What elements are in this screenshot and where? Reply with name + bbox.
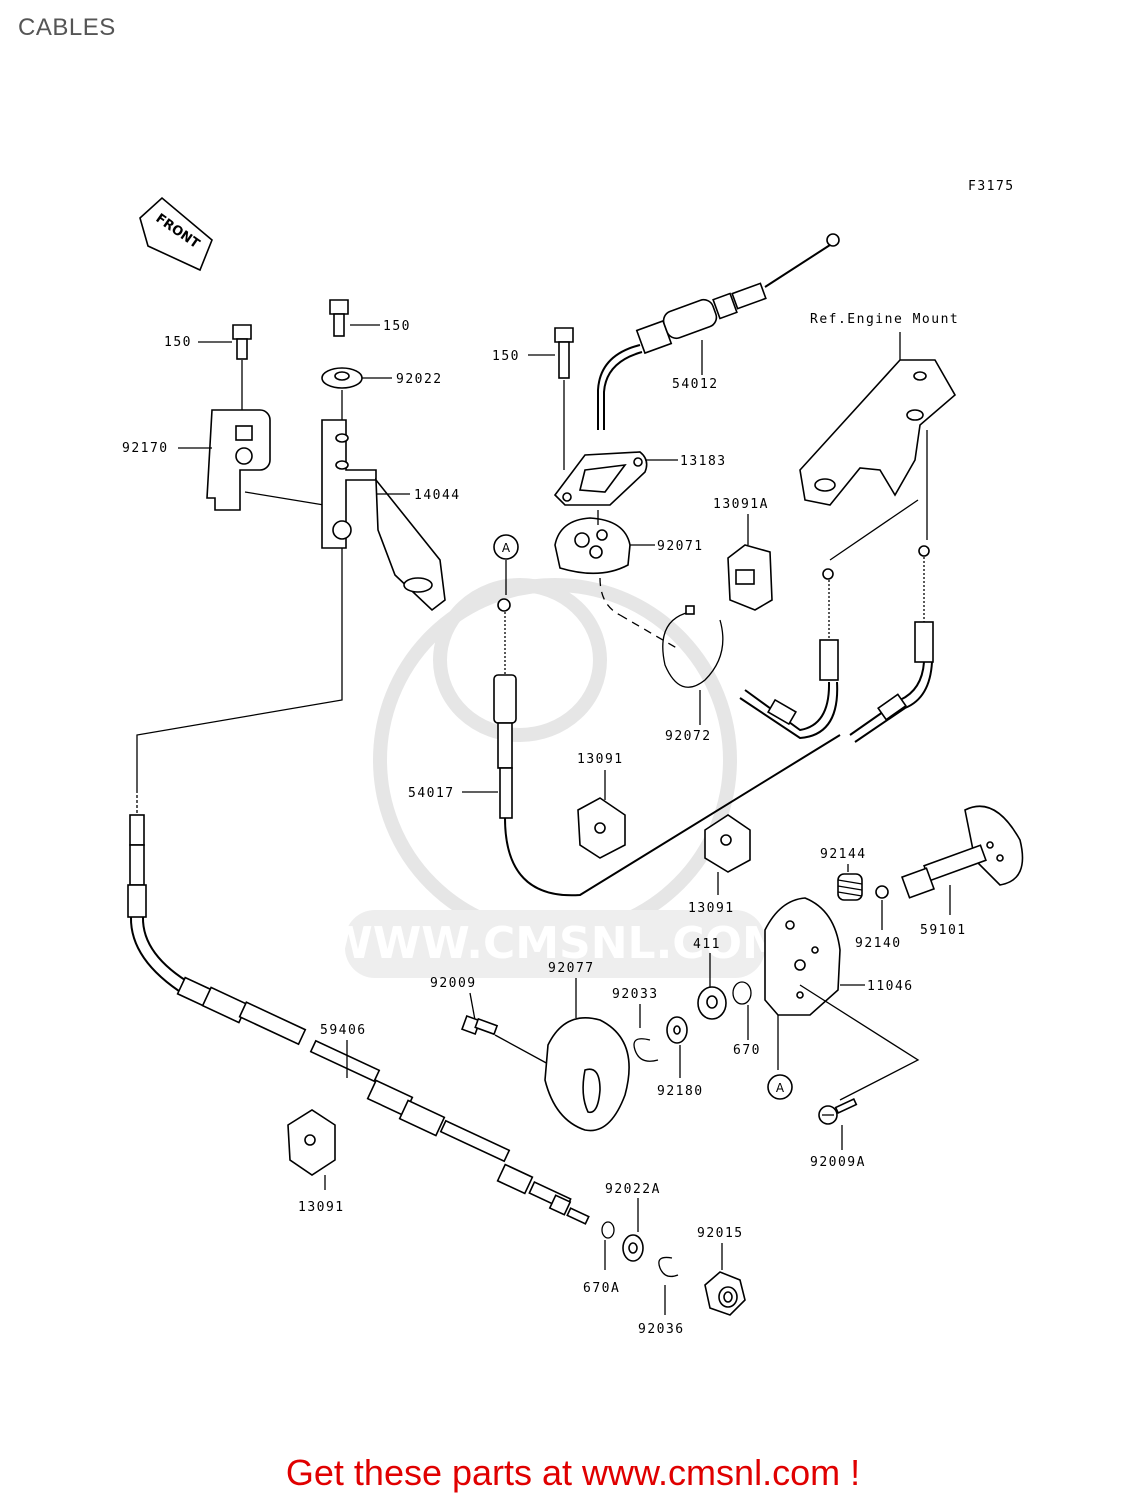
clip-92072 bbox=[619, 605, 724, 725]
engine-mount-bracket bbox=[799, 359, 957, 506]
label-670: 670 bbox=[733, 1043, 761, 1058]
throttle-inner-cables bbox=[739, 430, 934, 743]
figure-code: F3175 bbox=[968, 179, 1015, 194]
label-150-left: 150 bbox=[164, 335, 192, 350]
screw-92009A bbox=[818, 1097, 858, 1150]
label-92022: 92022 bbox=[396, 372, 443, 387]
nut-92015 bbox=[704, 1271, 746, 1316]
label-92072: 92072 bbox=[665, 729, 712, 744]
grommet-92071 bbox=[554, 510, 655, 616]
front-arrow-icon: FRONT bbox=[139, 196, 213, 272]
ball-92140 bbox=[875, 885, 889, 899]
label-13183: 13183 bbox=[680, 454, 727, 469]
label-13091A: 13091A bbox=[713, 497, 769, 512]
cable-59406 bbox=[127, 790, 590, 1225]
label-92015: 92015 bbox=[697, 1226, 744, 1241]
label-14044: 14044 bbox=[414, 488, 461, 503]
cable-54012 bbox=[597, 233, 840, 430]
watermark-logo: WWW.CMSNL.COM bbox=[324, 578, 786, 978]
clamp-13091A bbox=[727, 544, 773, 611]
clamp-13091-middle bbox=[704, 814, 751, 895]
circlip-92036 bbox=[658, 1256, 679, 1278]
label-92009: 92009 bbox=[430, 976, 477, 991]
label-150-middle: 150 bbox=[383, 319, 411, 334]
o-ring-670 bbox=[732, 981, 752, 1005]
cable-54017 bbox=[462, 598, 841, 897]
label-59101: 59101 bbox=[920, 923, 967, 938]
label-13091-middle: 13091 bbox=[688, 901, 735, 916]
label-54017: 54017 bbox=[408, 786, 455, 801]
washer-92022 bbox=[321, 367, 392, 420]
bracket-92170 bbox=[178, 409, 331, 511]
bolt-150-middle bbox=[329, 299, 380, 337]
label-92180: 92180 bbox=[657, 1084, 704, 1099]
circlip-92033 bbox=[633, 1038, 659, 1062]
bolt-150-right bbox=[528, 327, 574, 470]
label-13091-bottom: 13091 bbox=[298, 1200, 345, 1215]
callout-marker-a-bottom: A bbox=[767, 1074, 793, 1100]
bolt-92009 bbox=[461, 1015, 551, 1066]
label-92009A: 92009A bbox=[810, 1155, 866, 1170]
o-ring-670A bbox=[601, 1221, 615, 1239]
label-13091-top: 13091 bbox=[577, 752, 624, 767]
page-title: CABLES bbox=[18, 14, 116, 41]
label-150-right: 150 bbox=[492, 349, 520, 364]
label-670A: 670A bbox=[583, 1281, 620, 1296]
callout-marker-a-top: A bbox=[493, 534, 519, 595]
label-59406: 59406 bbox=[320, 1023, 367, 1038]
washer-92022A bbox=[622, 1234, 644, 1262]
lever-59101 bbox=[900, 805, 1024, 915]
label-92071: 92071 bbox=[657, 539, 704, 554]
clamp-13091-top bbox=[577, 797, 626, 859]
label-92022A: 92022A bbox=[605, 1182, 661, 1197]
label-92144: 92144 bbox=[820, 847, 867, 862]
clamp-13091-bottom bbox=[287, 1109, 336, 1190]
label-92170: 92170 bbox=[122, 441, 169, 456]
spring-92144 bbox=[837, 873, 863, 901]
svg-text:A: A bbox=[502, 541, 511, 555]
label-411: 411 bbox=[693, 937, 721, 952]
cover-92077 bbox=[544, 1016, 630, 1132]
label-54012: 54012 bbox=[672, 377, 719, 392]
bolt-150-left bbox=[198, 324, 252, 410]
svg-text:A: A bbox=[776, 1081, 785, 1095]
label-92033: 92033 bbox=[612, 987, 659, 1002]
gasket-13183 bbox=[553, 451, 678, 506]
footer-shop-link[interactable]: Get these parts at www.cmsnl.com ! bbox=[285, 1452, 861, 1493]
label-92140: 92140 bbox=[855, 936, 902, 951]
watermark-text: WWW.CMSNL.COM bbox=[324, 918, 786, 969]
label-92077: 92077 bbox=[548, 961, 595, 976]
housing-11046 bbox=[764, 897, 920, 1101]
ref-engine-mount-note: Ref.Engine Mount bbox=[810, 312, 959, 327]
label-11046: 11046 bbox=[867, 979, 914, 994]
washer-92180 bbox=[666, 1016, 688, 1078]
label-92036: 92036 bbox=[638, 1322, 685, 1337]
bracket-14044 bbox=[321, 419, 446, 612]
washer-411 bbox=[697, 986, 727, 1020]
